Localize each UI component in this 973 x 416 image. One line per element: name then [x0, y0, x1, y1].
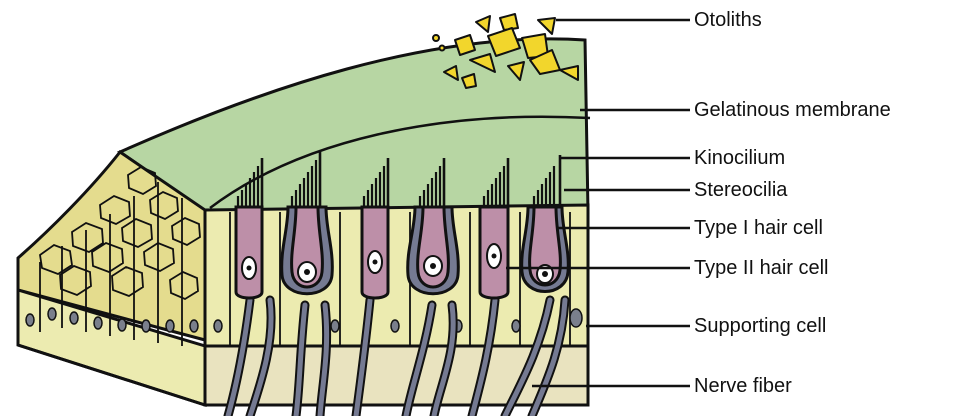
label-kinocilium: Kinocilium	[694, 147, 785, 169]
label-type-1-hair-cell: Type I hair cell	[694, 217, 823, 239]
label-supporting-cell: Supporting cell	[694, 315, 826, 337]
label-stereocilia: Stereocilia	[694, 179, 787, 201]
label-otoliths: Otoliths	[694, 9, 762, 31]
label-type-2-hair-cell: Type II hair cell	[694, 257, 829, 279]
label-gelatinous-membrane: Gelatinous membrane	[694, 99, 891, 121]
label-nerve-fiber: Nerve fiber	[694, 375, 792, 397]
